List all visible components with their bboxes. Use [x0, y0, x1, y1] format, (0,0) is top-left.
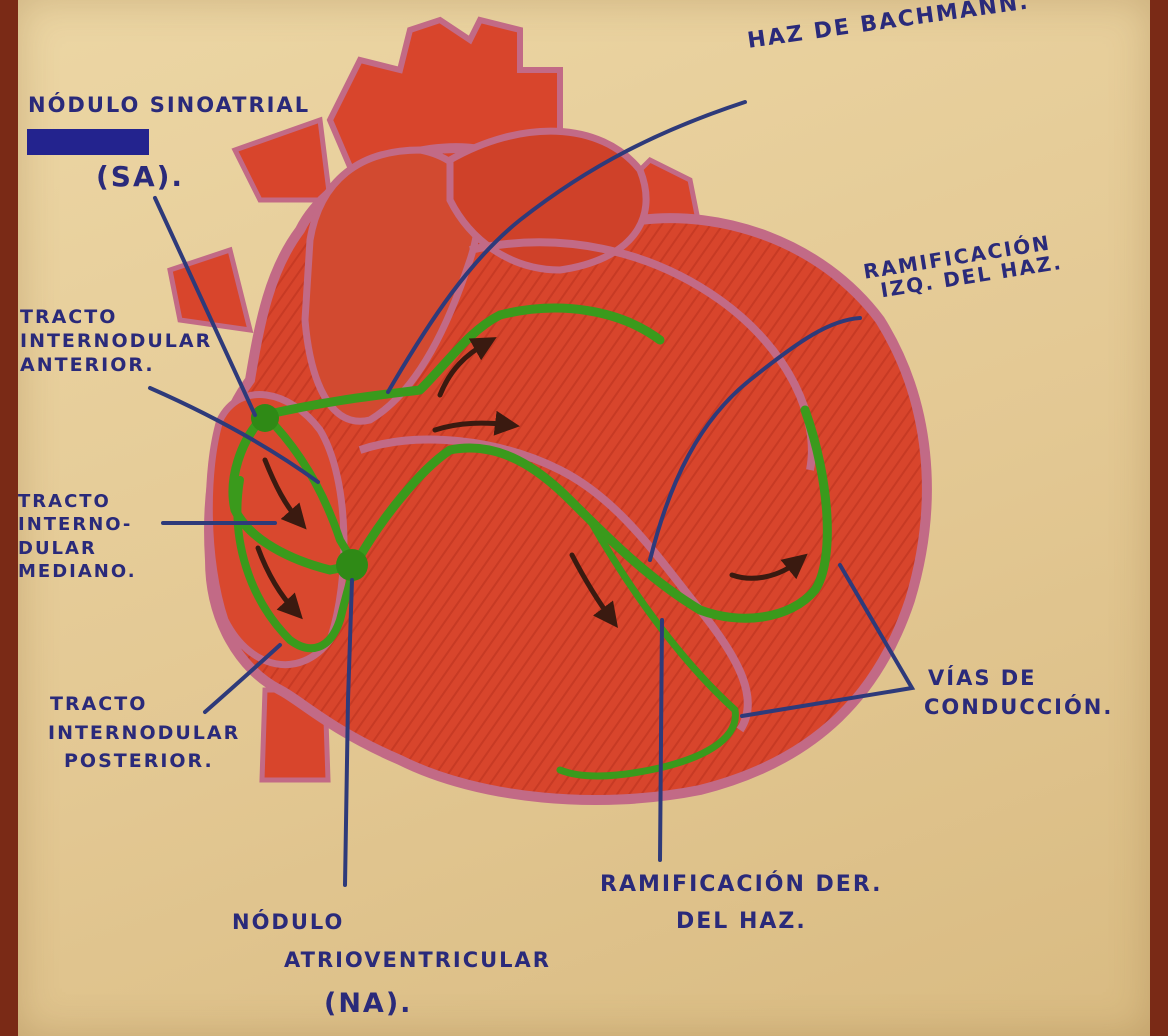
label-line: posterior.	[64, 747, 240, 776]
label-line: Tracto	[18, 490, 137, 513]
sinoatrial-highlight-bar	[27, 129, 149, 155]
label-line: internodular	[20, 330, 212, 354]
label-nodulo-av: Nódulo atrioventricular (NA).	[232, 904, 551, 1028]
label-line: mediano.	[18, 560, 137, 583]
label-tracto-posterior: Tracto internodular posterior.	[48, 690, 240, 776]
label-line: Nódulo	[232, 904, 551, 942]
label-tracto-mediano: Tracto interno- dular mediano.	[18, 490, 137, 584]
atrioventricular-node	[336, 549, 368, 581]
label-line: Nódulo sinoatrial	[28, 94, 310, 116]
label-tracto-anterior: Tracto internodular anterior.	[20, 306, 212, 377]
label-line: Tracto	[50, 690, 240, 719]
label-ramificacion-der: Ramificación der. del haz.	[600, 866, 883, 941]
label-vias-conduccion: Vías de conducción.	[924, 664, 1113, 723]
label-line: conducción.	[924, 693, 1113, 722]
label-line: (SA).	[96, 162, 184, 191]
label-line: Vías de	[928, 664, 1113, 693]
label-line: dular	[18, 537, 137, 560]
label-line: anterior.	[20, 354, 212, 378]
label-nodulo-sinoatrial: Nódulo sinoatrial	[28, 94, 310, 116]
label-line: atrioventricular	[284, 942, 551, 980]
sinoatrial-node	[251, 404, 279, 432]
label-line: del haz.	[676, 903, 883, 940]
label-line: Ramificación der.	[600, 866, 883, 903]
label-sa-abbrev: (SA).	[96, 162, 184, 191]
label-line: Tracto	[20, 306, 212, 330]
label-line: internodular	[48, 719, 240, 748]
label-line: (NA).	[324, 980, 551, 1029]
label-line: interno-	[18, 513, 137, 536]
